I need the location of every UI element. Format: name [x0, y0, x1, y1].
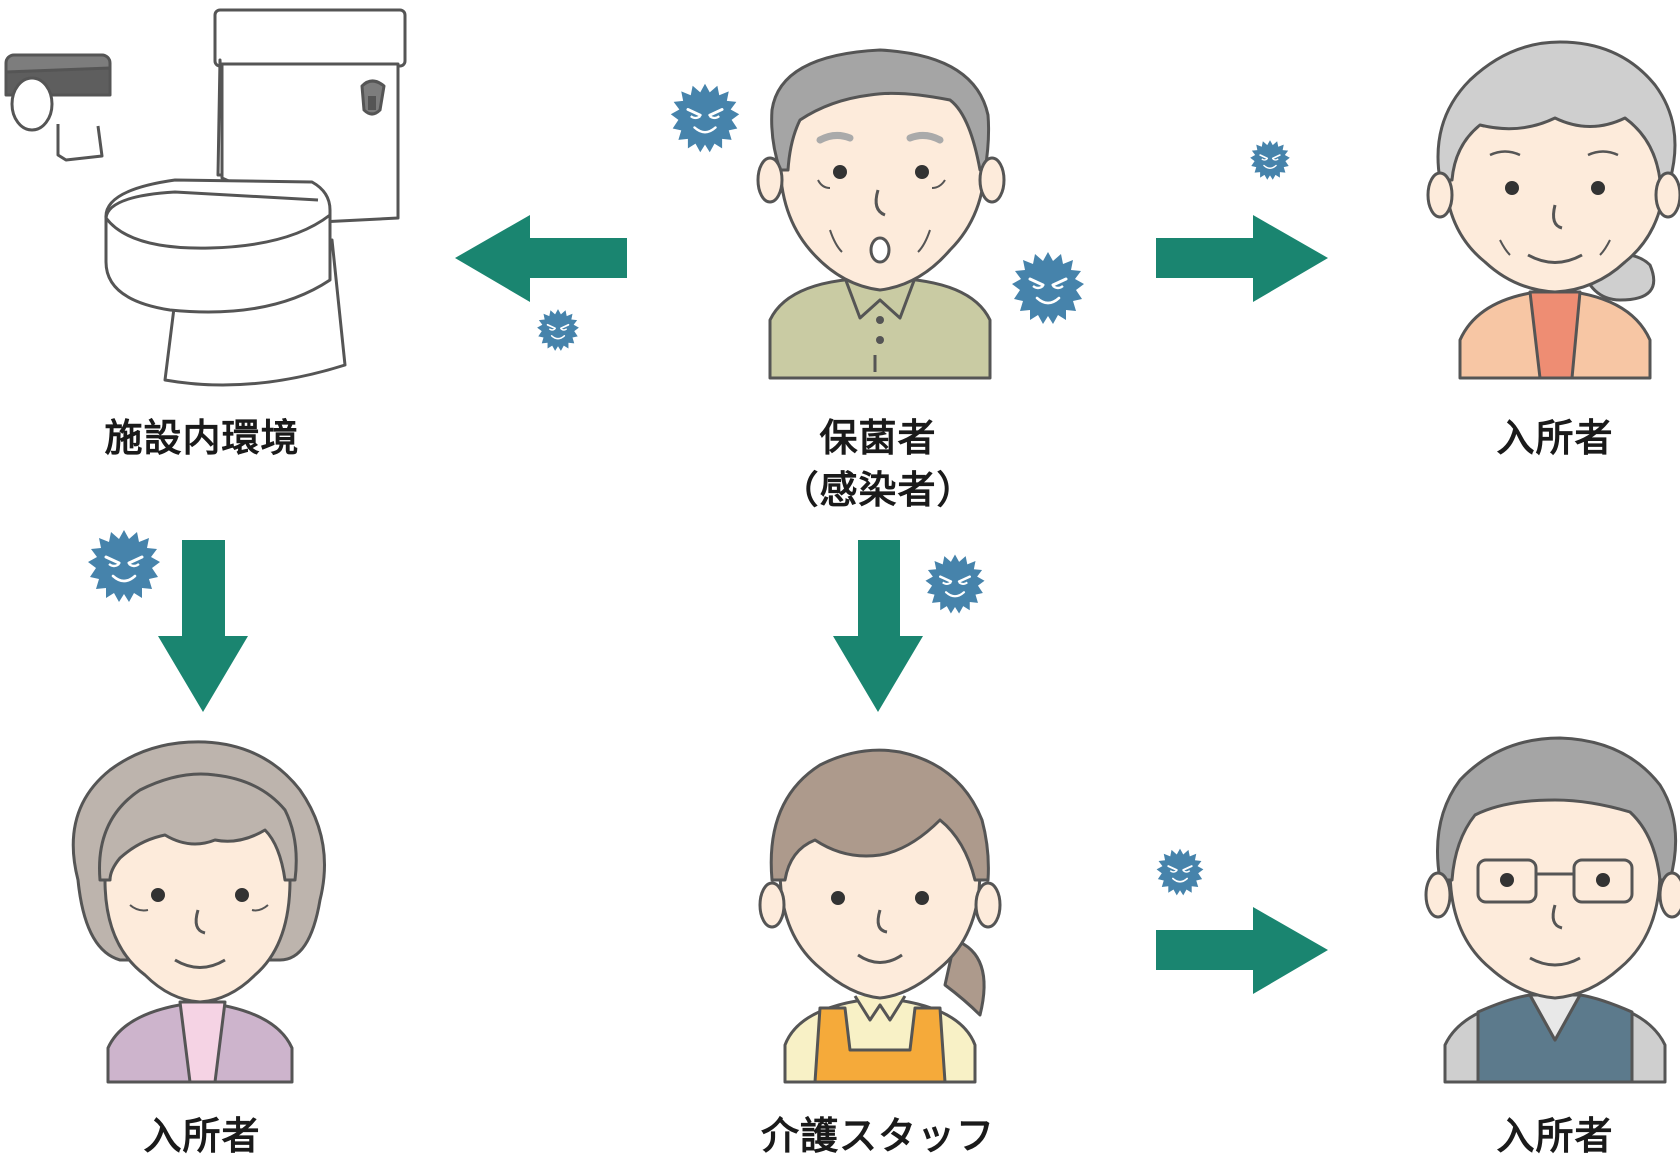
arrow-icon-environment-to-resident — [158, 540, 248, 712]
resident-top-right-label: 入所者 — [1496, 416, 1614, 460]
arrow-icon-carrier-to-staff — [833, 540, 923, 712]
resident-top-right-illustration — [1426, 40, 1680, 380]
carrier-label: 保菌者 （感染者） — [698, 412, 1058, 516]
care-staff-illustration — [758, 748, 1002, 1084]
environment-label: 施設内環境 — [104, 416, 300, 460]
resident-bottom-left-illustration — [71, 740, 326, 1084]
toilet-icon — [104, 8, 407, 387]
carrier-label-line2: （感染者） — [780, 468, 976, 512]
carrier-label-line1: 保菌者 — [819, 416, 937, 460]
arrow-icon-staff-to-resident — [1156, 907, 1328, 994]
arrow-icon-carrier-to-environment — [455, 215, 627, 302]
resident-bottom-right-label: 入所者 — [1496, 1114, 1614, 1158]
toilet-paper-icon — [4, 53, 112, 162]
carrier-person-illustration — [756, 48, 1006, 380]
arrow-icon-carrier-to-resident — [1156, 215, 1328, 302]
care-staff-label: 介護スタッフ — [760, 1114, 995, 1158]
resident-bottom-left-label: 入所者 — [143, 1114, 261, 1158]
resident-bottom-right-illustration — [1424, 736, 1680, 1084]
